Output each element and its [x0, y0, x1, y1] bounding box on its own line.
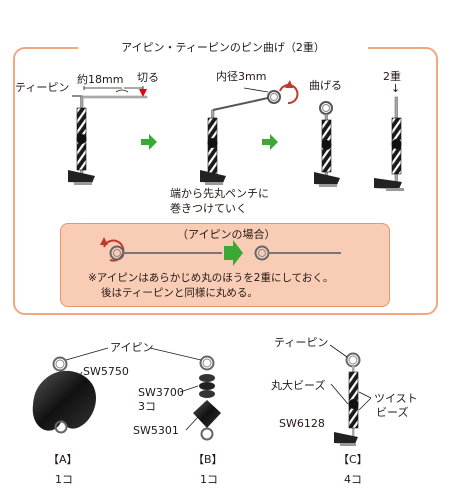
example-a-qty: 1コ — [55, 473, 73, 486]
example-c-bead2-label-1: ツイスト — [374, 392, 418, 405]
eyepin-note-line-1: ※アイピンはあらかじめ丸のほうを2重にしておく。 — [88, 272, 334, 284]
tpin-label: ティーピン — [15, 81, 70, 94]
double-label: 2重 — [383, 70, 401, 83]
panel-title: アイピン・ティーピンのピン曲げ（2重） — [78, 39, 368, 57]
down-arrow-icon: ↓ — [391, 82, 401, 95]
example-b-qty: 1コ — [200, 473, 218, 486]
next-step-arrow-icon — [141, 134, 157, 150]
example-c-tag: 【C】 — [338, 453, 368, 466]
cut-label: 切る — [137, 71, 159, 84]
example-b-tag: 【B】 — [193, 453, 223, 466]
step4-figure — [374, 96, 404, 191]
inner-diameter-label: 内径3mm — [216, 70, 267, 83]
next-step-arrow-icon — [262, 134, 278, 150]
example-b-part2-label: SW5301 — [133, 424, 179, 437]
instruction-line-2: 巻きつけていく — [170, 202, 247, 215]
example-b-part1-label: SW3700 — [138, 386, 184, 399]
example-c-pin-label: ティーピン — [274, 336, 329, 349]
step3-figure — [314, 101, 340, 187]
example-a-tag: 【A】 — [48, 453, 78, 466]
instruction-line-1: 端から先丸ペンチに — [170, 187, 269, 200]
example-c-qty: 4コ — [344, 473, 362, 486]
example-a-figure — [32, 347, 109, 434]
example-c-figure — [329, 344, 372, 446]
eyepin-heading: （アイピンの場合） — [177, 228, 276, 241]
rotate-arrow-icon — [279, 84, 299, 105]
cut-mark-icon — [139, 89, 147, 97]
step2-figure — [200, 80, 299, 185]
example-a-part-label: SW5750 — [83, 365, 129, 378]
step1-figure — [68, 86, 148, 185]
example-c-bead2-label-2: ビーズ — [376, 406, 409, 419]
eyepin-note-line-2: 後はティーピンと同様に丸める。 — [101, 287, 258, 299]
bend-label: 曲げる — [309, 79, 342, 92]
length-label: 約18mm — [77, 73, 124, 86]
example-c-bead1-label: 丸大ビーズ — [271, 379, 326, 392]
example-b-part1-qty: 3コ — [138, 400, 156, 413]
example-c-part-label: SW6128 — [279, 417, 325, 430]
example-b-figure — [149, 347, 221, 441]
example-a-pin-label: アイピン — [110, 341, 154, 354]
